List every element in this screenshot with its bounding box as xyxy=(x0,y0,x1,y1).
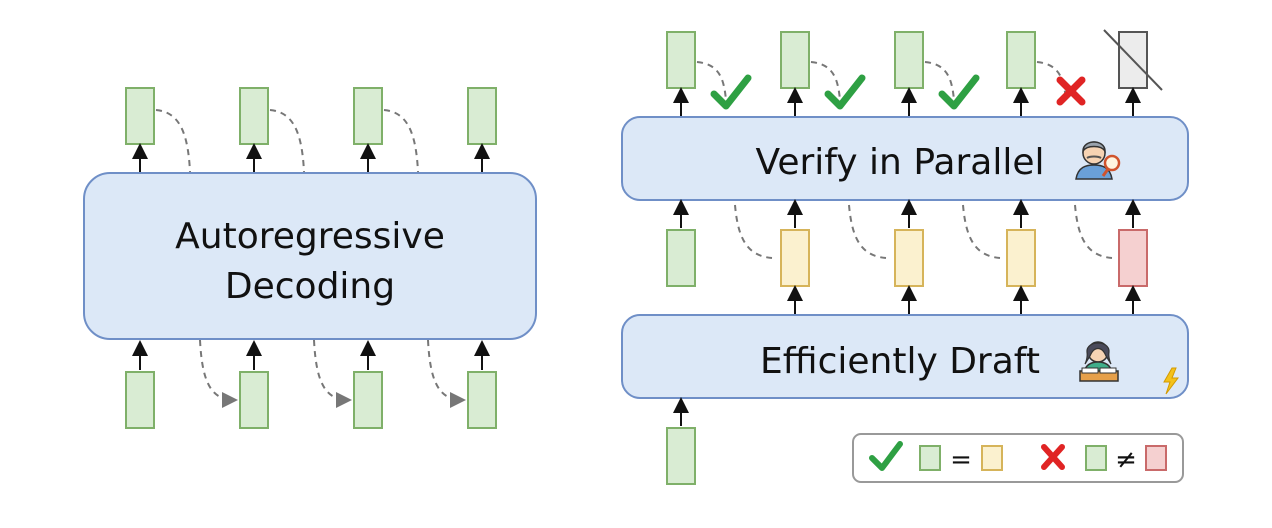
output-token xyxy=(125,87,155,145)
verifier-person-icon xyxy=(1075,141,1121,180)
legend-green-token xyxy=(919,445,941,471)
compare-curve xyxy=(810,61,841,101)
rejected-draft-token xyxy=(1118,229,1148,287)
legend-yellow-token xyxy=(981,445,1003,471)
check-icon xyxy=(710,74,752,110)
input-token xyxy=(239,371,269,429)
feedback-curve xyxy=(199,339,238,408)
draft-feedback-curve xyxy=(1074,204,1113,259)
autoregressive-label-line2: Decoding xyxy=(225,266,395,307)
output-token xyxy=(467,87,497,145)
feedback-curve xyxy=(269,109,305,173)
input-token xyxy=(125,371,155,429)
compare-curve xyxy=(924,61,955,101)
output-token xyxy=(353,87,383,145)
speculative-panel: Verify in Parallel xyxy=(621,29,1189,485)
autoregressive-panel: Autoregressive Decoding xyxy=(83,87,537,429)
draft-label: Efficiently Draft xyxy=(760,341,1040,382)
feedback-curve xyxy=(313,339,352,408)
check-icon xyxy=(938,74,980,110)
draft-token xyxy=(780,229,810,287)
compare-curve xyxy=(696,61,727,101)
legend-green-token xyxy=(1085,445,1107,471)
discarded-token xyxy=(1103,29,1163,91)
legend-red-token xyxy=(1145,445,1167,471)
draft-token xyxy=(894,229,924,287)
output-token xyxy=(239,87,269,145)
draft-feedback-curve xyxy=(962,204,1001,259)
verified-token xyxy=(894,31,924,89)
verified-token xyxy=(780,31,810,89)
context-token xyxy=(666,229,696,287)
input-token xyxy=(353,371,383,429)
feedback-curve xyxy=(383,109,419,173)
autoregressive-block xyxy=(83,172,537,340)
input-token xyxy=(467,371,497,429)
legend-equal-sign: = xyxy=(950,445,972,475)
cross-icon xyxy=(1056,76,1086,106)
legend-not-equal-sign: ≠ xyxy=(1115,445,1137,475)
lightning-icon xyxy=(1163,367,1179,395)
drafter-person-icon xyxy=(1079,341,1119,382)
draft-token xyxy=(1006,229,1036,287)
prefix-token xyxy=(666,427,696,485)
draft-feedback-curve xyxy=(734,204,773,259)
verify-label: Verify in Parallel xyxy=(755,142,1044,183)
draft-block xyxy=(621,314,1189,399)
legend: = ≠ xyxy=(852,433,1184,483)
autoregressive-label-line1: Autoregressive xyxy=(175,216,445,257)
verified-token xyxy=(1006,31,1036,89)
feedback-curve xyxy=(427,339,466,408)
verified-token xyxy=(666,31,696,89)
draft-feedback-curve xyxy=(848,204,887,259)
feedback-curve xyxy=(155,109,191,173)
check-icon xyxy=(869,441,903,471)
cross-icon xyxy=(1041,444,1065,470)
check-icon xyxy=(824,74,866,110)
